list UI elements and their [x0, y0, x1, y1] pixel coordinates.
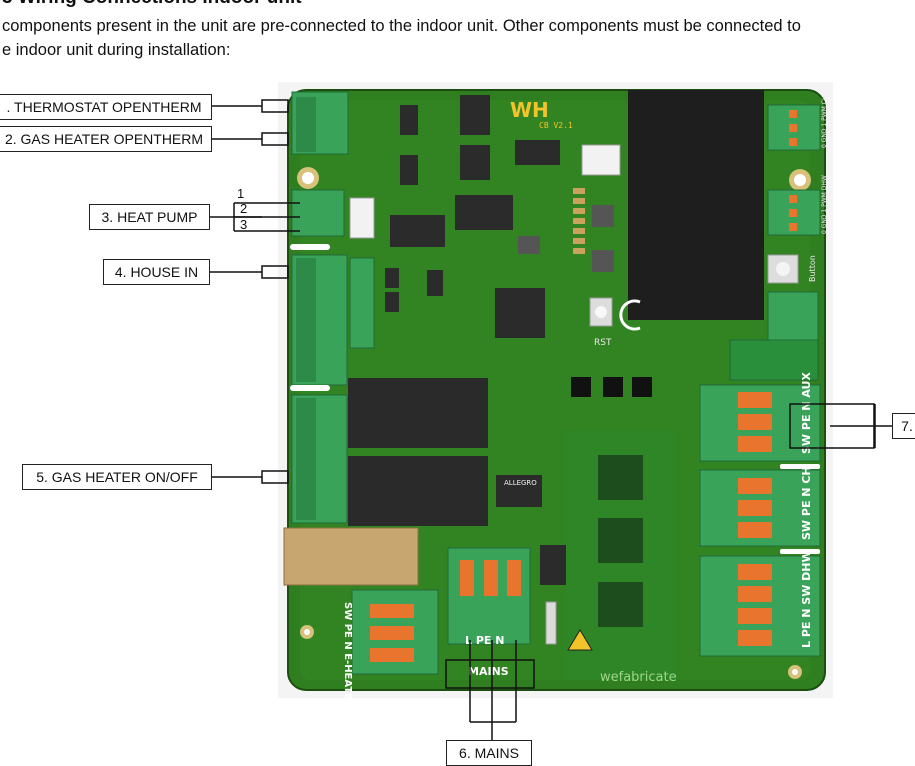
- button-label: Button: [808, 255, 817, 282]
- callout-lines: [210, 99, 892, 740]
- section-heading: 3 Wiring Connections Indoor unit: [2, 0, 302, 9]
- green-pad: [767, 291, 819, 341]
- brand-logo: WH: [510, 98, 549, 122]
- beige-component: [283, 527, 419, 586]
- pwm-dhw-label: 0 GND 1 PWM DHW: [821, 175, 828, 234]
- eheater-label: SW PE N E-HEATER MAX 3KW: [342, 602, 353, 758]
- intro-line-1: components present in the unit are pre-c…: [2, 17, 801, 35]
- green-pad: [729, 339, 819, 381]
- board-version: CB V2.1: [539, 121, 573, 130]
- pin-number-3: 3: [240, 217, 248, 232]
- right-terminal-blocks: [699, 384, 821, 657]
- fuse: [545, 601, 557, 645]
- white-connector: [581, 144, 621, 176]
- relay: [348, 378, 488, 448]
- ic-components: [349, 95, 614, 585]
- divider-white: [780, 464, 820, 469]
- pin-number-1: 1: [237, 186, 245, 201]
- mains-pins-label: L PE N: [465, 634, 504, 647]
- callout-gas-heater-opentherm: 2. GAS HEATER OPENTHERM: [0, 126, 212, 152]
- mounting-holes: [297, 167, 811, 679]
- main-relay: [628, 90, 764, 320]
- intro-paragraph: components present in the unit are pre-c…: [2, 14, 915, 62]
- resistor-array: [573, 188, 585, 254]
- callout-seven: 7.: [892, 413, 915, 439]
- mains-board-label: MAINS: [468, 665, 509, 678]
- divider-white: [290, 244, 330, 250]
- divider-white: [780, 549, 820, 554]
- hazard-icon: [567, 629, 593, 651]
- callout-mains: 6. MAINS: [446, 740, 532, 766]
- aux-label: SW PE N AUX: [800, 372, 813, 454]
- relay: [348, 456, 488, 526]
- pin-number-2: 2: [240, 201, 248, 216]
- callout-thermostat-opentherm: . THERMOSTAT OPENTHERM: [0, 94, 212, 120]
- pwm-connectors: [767, 104, 821, 236]
- dhw-label: L PE N SW DHW: [800, 550, 813, 648]
- chip-label: ALLEGRO: [504, 479, 537, 487]
- maker-logo: wefabricate: [600, 670, 677, 685]
- intro-line-2: e indoor unit during installation:: [2, 41, 231, 59]
- callout-heat-pump: 3. HEAT PUMP: [89, 204, 210, 230]
- rst-label: RST: [594, 338, 612, 348]
- pwm-ch-label: 0 GND 1 PWM CH: [821, 96, 828, 148]
- left-terminal-strips: [291, 91, 349, 524]
- white-arc: [619, 299, 641, 331]
- callout-house-in: 4. HOUSE IN: [103, 259, 210, 285]
- white-connector: [349, 197, 375, 239]
- callout-gas-heater-on-off: 5. GAS HEATER ON/OFF: [22, 464, 212, 490]
- ch-label: SW PE N CH: [800, 466, 813, 540]
- divider-white: [290, 385, 330, 391]
